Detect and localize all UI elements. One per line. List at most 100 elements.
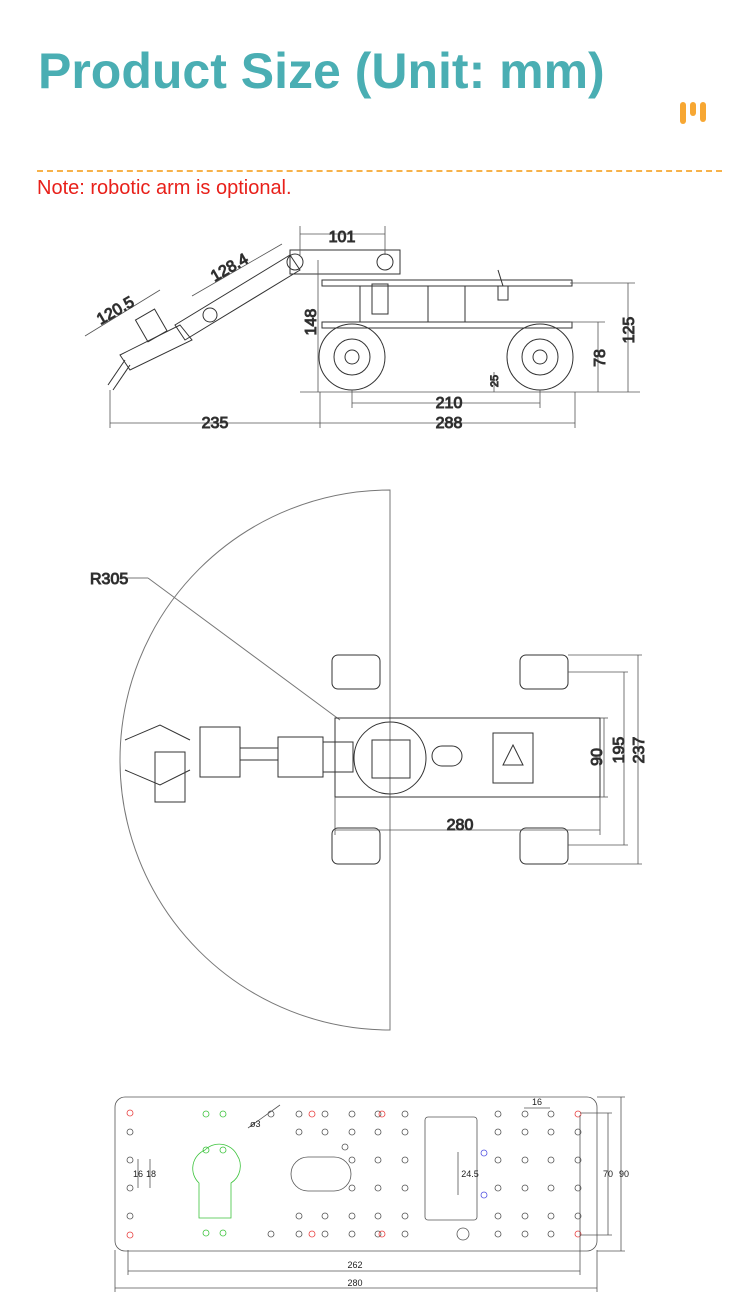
rect-cutout [424,1116,478,1221]
mount-hole [401,1156,409,1164]
dim-height-left: 148 [303,309,320,336]
mount-hole [494,1184,502,1192]
mount-hole [348,1230,356,1238]
mount-hole [308,1110,316,1118]
dim-wheel-track: 195 [611,737,628,764]
mount-hole [547,1212,555,1220]
mount-hole [521,1156,529,1164]
mount-hole [348,1184,356,1192]
dim-inner-height: 70 [603,1169,613,1179]
dim-outer-width: 280 [347,1278,362,1288]
dim-inner-width: 262 [347,1260,362,1270]
mount-hole [401,1230,409,1238]
mount-hole [295,1128,303,1136]
mount-hole [378,1110,386,1118]
mount-hole [348,1128,356,1136]
mount-hole [480,1149,488,1157]
mount-hole [219,1229,227,1237]
mount-hole [547,1128,555,1136]
mount-hole [348,1156,356,1164]
mount-hole [494,1212,502,1220]
mount-hole [401,1110,409,1118]
dim-width-total: 237 [631,737,648,764]
keyhole-icon [456,1227,470,1241]
mount-hole [321,1110,329,1118]
mount-hole [374,1110,382,1118]
mount-hole [219,1110,227,1118]
mount-hole [547,1230,555,1238]
mount-hole [521,1212,529,1220]
mount-hole [219,1146,227,1154]
mount-hole [321,1128,329,1136]
dim-length: 288 [436,415,463,432]
plate-outline [114,1096,598,1252]
mount-hole [574,1156,582,1164]
dim-ground: 25 [489,375,501,387]
robotic-arm-side [107,249,401,391]
dim-blue-spacing: 24.5 [461,1169,479,1179]
mount-hole [494,1230,502,1238]
dim-plate-width: 90 [589,748,606,766]
mount-hole [547,1156,555,1164]
dim-top-length: 280 [447,817,474,834]
mount-hole [126,1212,134,1220]
mount-hole [574,1230,582,1238]
mount-hole [295,1230,303,1238]
hole-pattern [126,1109,582,1239]
mount-hole [126,1156,134,1164]
chassis-side [321,269,573,329]
mount-hole [374,1128,382,1136]
mount-hole [126,1128,134,1136]
mount-hole [401,1212,409,1220]
dim-spacing-left-b: 18 [146,1169,156,1179]
mount-hole [378,1230,386,1238]
mount-hole [521,1110,529,1118]
mount-hole [308,1230,316,1238]
optional-arm-note: Note: robotic arm is optional. [37,177,292,199]
dim-radius: R305 [90,571,128,588]
mount-hole [574,1128,582,1136]
mount-hole [494,1110,502,1118]
mount-hole [374,1230,382,1238]
mount-hole [295,1110,303,1118]
dim-hole-dia: ø3 [250,1119,261,1129]
dimension-lines [84,226,640,428]
mount-hole [547,1110,555,1118]
dim-wheelbase: 210 [436,395,463,412]
mount-hole [401,1184,409,1192]
mount-hole [202,1229,210,1237]
dim-spacing-left-a: 16 [133,1169,143,1179]
mount-hole [494,1128,502,1136]
mount-hole [401,1128,409,1136]
mount-hole [521,1184,529,1192]
mount-hole [574,1212,582,1220]
page-title: Product Size (Unit: mm) [38,43,605,99]
mount-hole [126,1109,134,1117]
mount-hole [521,1128,529,1136]
reach-arc [119,489,391,1031]
mount-hole [321,1230,329,1238]
mount-hole [547,1184,555,1192]
servo-cutout [192,1143,241,1219]
dim-spacing-top: 16 [532,1097,542,1107]
mount-hole [494,1156,502,1164]
dim-arm-top: 101 [329,229,356,246]
dim-outer-height: 90 [619,1169,629,1179]
mount-hole [126,1231,134,1239]
mount-hole [374,1184,382,1192]
dimension-lines-top [334,654,642,865]
mount-hole [374,1156,382,1164]
mount-hole [574,1184,582,1192]
divider [37,170,722,172]
mount-hole [348,1212,356,1220]
mount-hole [574,1110,582,1118]
oval-cutout [290,1156,352,1192]
mount-hole [295,1212,303,1220]
mount-hole [267,1230,275,1238]
dim-wheel-height: 78 [592,349,609,367]
dim-arm-reach: 235 [202,415,229,432]
mount-hole [341,1143,349,1151]
